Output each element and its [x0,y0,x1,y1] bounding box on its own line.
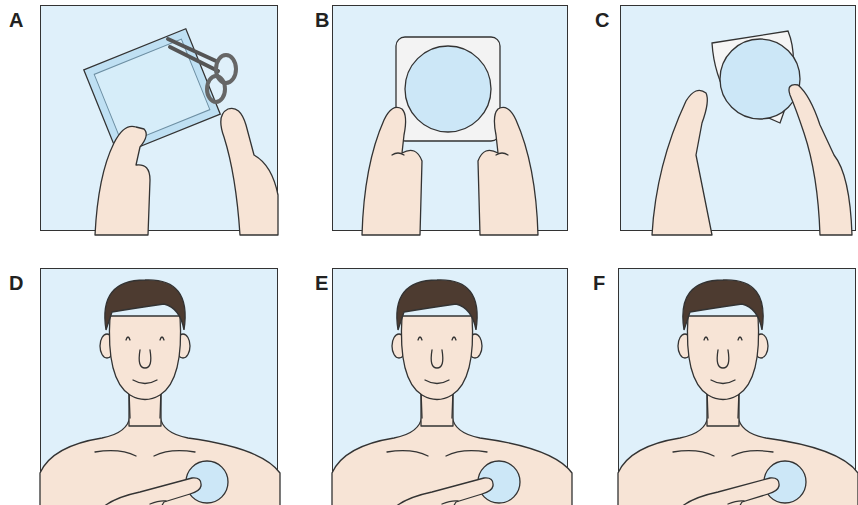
step-letter: F [593,272,605,295]
step-letter: C [595,9,609,32]
step-letter: D [9,272,23,295]
step-panel: A [40,5,278,231]
step-panel: F [618,268,856,505]
step-panel: B [332,5,568,231]
step-letter: E [315,272,328,295]
step-letter: B [315,9,329,32]
step-letter: A [9,9,23,32]
step-panel: D [40,268,278,505]
step-panel: E [332,268,568,505]
step-panel: C [620,5,856,231]
